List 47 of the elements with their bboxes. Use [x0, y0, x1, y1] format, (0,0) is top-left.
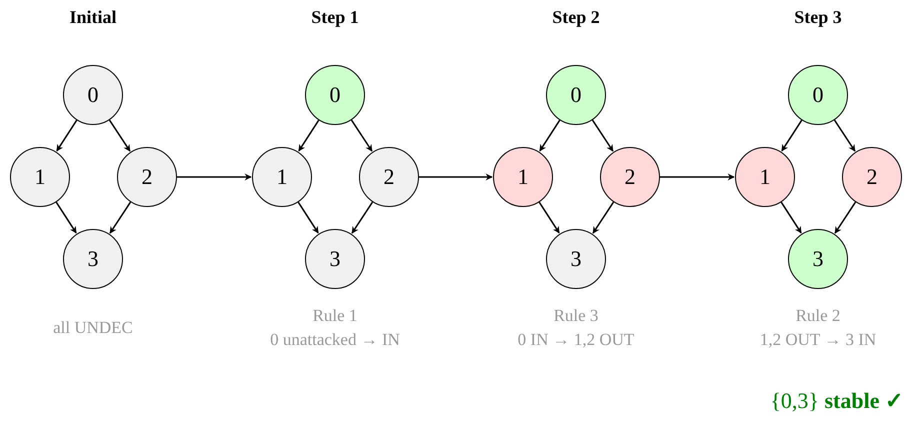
state-circle: 2: [600, 147, 660, 207]
arrow: [538, 202, 560, 234]
state-circle: 1: [493, 147, 553, 207]
rule-caption: 0 unattacked → IN: [270, 330, 400, 350]
arrow: [660, 174, 735, 180]
arrow: [834, 120, 856, 152]
state-circle: 0: [305, 65, 365, 125]
step-title: Initial: [70, 7, 116, 29]
arrow: [109, 202, 132, 234]
arrow: [177, 174, 252, 180]
state-circle: 3: [63, 229, 123, 289]
arrow: [298, 120, 320, 152]
arrow: [592, 120, 614, 152]
step-title: Step 2: [552, 7, 600, 29]
arrow: [834, 202, 856, 234]
arrow: [419, 174, 493, 180]
rule-caption: 1,2 OUT → 3 IN: [760, 330, 876, 350]
step-title: Step 3: [794, 7, 842, 29]
state-circle: 3: [305, 229, 365, 289]
arrow: [108, 120, 131, 152]
arrow: [350, 120, 373, 152]
rule-caption: 0 IN → 1,2 OUT: [518, 330, 634, 350]
arrow: [781, 120, 802, 152]
arrow: [351, 202, 374, 234]
arrow: [298, 202, 319, 234]
result-text: {0,3} stable ✓: [770, 388, 903, 414]
state-circle: 0: [788, 65, 848, 125]
state-circle: 2: [359, 147, 419, 207]
state-circle: 0: [63, 65, 123, 125]
arrow: [539, 120, 560, 152]
arrow: [56, 202, 77, 234]
arrow: [780, 202, 802, 234]
rule-caption: Rule 3: [554, 306, 598, 326]
rule-caption: all UNDEC: [53, 318, 133, 338]
state-circle: 3: [546, 229, 606, 289]
state-circle: 1: [252, 147, 312, 207]
step-title: Step 1: [311, 7, 359, 29]
rule-caption: Rule 1: [312, 306, 358, 326]
state-circle: 2: [842, 147, 902, 207]
state-circle: 1: [735, 147, 795, 207]
state-circle: 3: [788, 229, 848, 289]
rule-caption: Rule 2: [796, 306, 840, 326]
arrow: [592, 202, 614, 234]
state-circle: 2: [117, 147, 177, 207]
state-circle: 0: [546, 65, 606, 125]
state-circle: 1: [10, 147, 70, 207]
arrow: [56, 120, 78, 152]
